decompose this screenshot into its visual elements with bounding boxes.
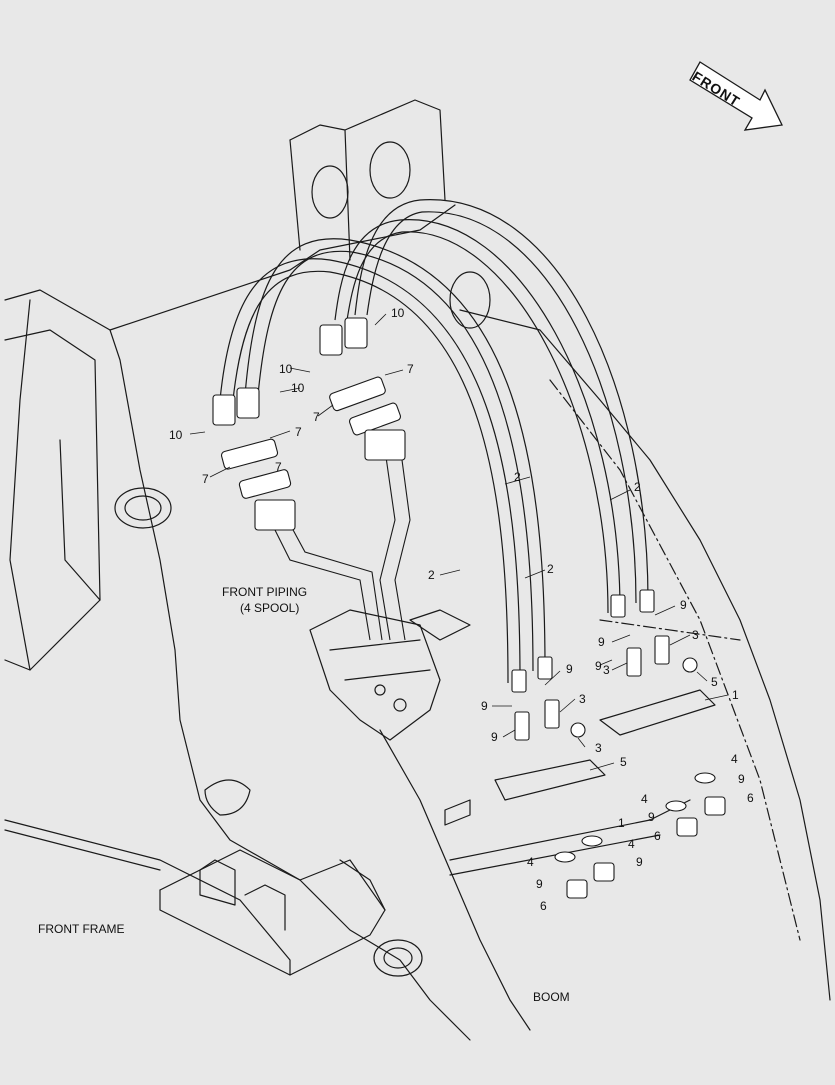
bracket-plate-left [494, 759, 606, 801]
boom-inner-line [379, 729, 531, 1031]
pivot-boss-bottom [373, 939, 423, 977]
callout: 1 [618, 816, 625, 830]
hose-2 [244, 238, 546, 669]
front-piping-sublabel: (4 SPOOL) [240, 601, 300, 615]
callout: 10 [169, 428, 183, 442]
bracket-plate-right [599, 689, 716, 736]
callout: 9 [481, 699, 488, 713]
callout: 5 [711, 675, 718, 689]
callout: 10 [291, 381, 305, 395]
callout: 3 [603, 663, 610, 677]
callout: 7 [295, 425, 302, 439]
callout: 3 [595, 741, 602, 755]
front-piping-label: FRONT PIPING [222, 585, 308, 599]
callout: 1 [732, 688, 739, 702]
callout: 2 [634, 480, 641, 494]
callout: 2 [514, 470, 521, 484]
callout: 7 [275, 460, 282, 474]
boom-outline [459, 309, 831, 1001]
washer-4 [554, 851, 576, 863]
front-arrow-shape [689, 61, 783, 131]
callout: 10 [279, 362, 293, 376]
callout: 7 [313, 410, 320, 424]
callout: 2 [547, 562, 554, 576]
front-frame-outline [4, 289, 471, 1041]
callout: 7 [202, 472, 209, 486]
callout: 4 [527, 855, 534, 869]
callout: 9 [536, 877, 543, 891]
callout: 9 [491, 730, 498, 744]
callout: 6 [654, 829, 661, 843]
callout: 9 [598, 635, 605, 649]
callout: 9 [636, 855, 643, 869]
front-frame-left-panel [4, 329, 101, 671]
front-piping-tube [269, 519, 371, 641]
callout: 7 [407, 362, 414, 376]
callout: 3 [692, 628, 699, 642]
callout: 5 [620, 755, 627, 769]
boom-label: BOOM [533, 990, 570, 1004]
callout: 9 [648, 810, 655, 824]
adapter-3 [514, 711, 530, 741]
callout: 4 [641, 792, 648, 806]
callout: 9 [595, 659, 602, 673]
callout: 9 [566, 662, 573, 676]
callout: 9 [680, 598, 687, 612]
front-frame-label: FRONT FRAME [38, 922, 125, 936]
hose-4 [354, 199, 649, 601]
control-valve [309, 609, 441, 741]
callout: 2 [428, 568, 435, 582]
callout: 3 [579, 692, 586, 706]
callout: 6 [747, 791, 754, 805]
fitting-9 [511, 669, 527, 693]
pivot-boss-left [114, 487, 172, 529]
bolt-5 [570, 722, 586, 738]
callout: 6 [540, 899, 547, 913]
hose-1 [219, 258, 521, 681]
callout: 9 [738, 772, 745, 786]
callout: 4 [731, 752, 738, 766]
nut-6 [566, 879, 588, 899]
callout: 10 [391, 306, 405, 320]
hose-3 [334, 219, 621, 611]
callout: 4 [628, 837, 635, 851]
flange-7 [220, 438, 279, 470]
